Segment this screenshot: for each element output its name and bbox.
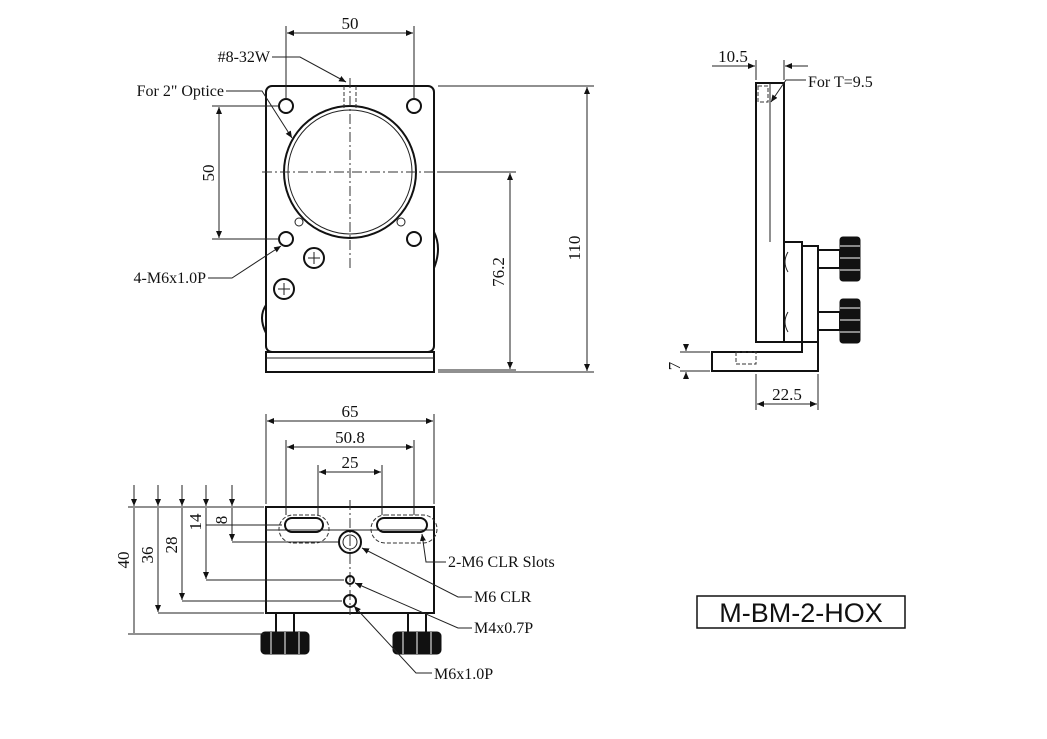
dim-bottom-slot: 50.8 [335, 428, 365, 447]
front-view: 50 50 76.2 110 #8-32W For 2" Optice 4-M6… [134, 14, 594, 373]
knurled-knob-icon [839, 298, 861, 344]
front-base-plate [265, 351, 435, 373]
dim-center-height: 76.2 [489, 257, 508, 287]
phillips-screw-icon [273, 278, 295, 300]
mount-hole-br [406, 231, 422, 247]
side-view: 10.5 For T=9.5 7 22.5 [665, 47, 873, 410]
dim-bottom-center: 25 [342, 453, 359, 472]
dim-side-thick: 7 [665, 361, 684, 370]
clr-slot-left [284, 517, 324, 533]
knurled-knob-icon [392, 631, 442, 655]
label-slots: 2-M6 CLR Slots [448, 554, 555, 571]
dim-v14: 14 [186, 513, 205, 531]
clr-slot-right [376, 517, 428, 533]
bottom-view: 65 50.8 25 40 36 28 14 8 [114, 402, 555, 683]
dim-total-height: 110 [565, 236, 584, 261]
label-m6-tap: M6x1.0P [434, 666, 493, 683]
dim-side-base: 22.5 [772, 385, 802, 404]
dim-v36: 36 [138, 547, 157, 564]
dim-front-hole-pitch: 50 [199, 165, 218, 182]
m4-hole [345, 575, 355, 585]
dim-side-top: 10.5 [718, 47, 748, 66]
phillips-screw-icon [303, 247, 325, 269]
dim-front-width: 50 [342, 14, 359, 33]
knurled-knob-icon [260, 631, 310, 655]
dim-bottom-width: 65 [342, 402, 359, 421]
m6-tap-hole [343, 594, 357, 608]
m6-clr-hole [338, 530, 362, 554]
model-name: M-BM-2-HOX [719, 598, 883, 628]
side-bracket [783, 241, 803, 343]
label-thickness: For T=9.5 [808, 74, 873, 91]
side-base-foot [711, 341, 819, 372]
label-m4: M4x0.7P [474, 620, 533, 637]
label-mount-holes: 4-M6x1.0P [134, 270, 207, 287]
dim-v28: 28 [162, 537, 181, 554]
front-left-knob-stub [261, 304, 267, 334]
label-m6-clr: M6 CLR [474, 589, 532, 606]
label-screw-spec: #8-32W [218, 49, 271, 66]
knurled-knob-icon [839, 236, 861, 282]
label-optic: For 2" Optice [137, 83, 224, 100]
dim-v8: 8 [212, 516, 231, 525]
front-right-knob-stub [433, 231, 439, 269]
dim-v40: 40 [114, 552, 133, 569]
model-label-box: M-BM-2-HOX [696, 595, 906, 629]
